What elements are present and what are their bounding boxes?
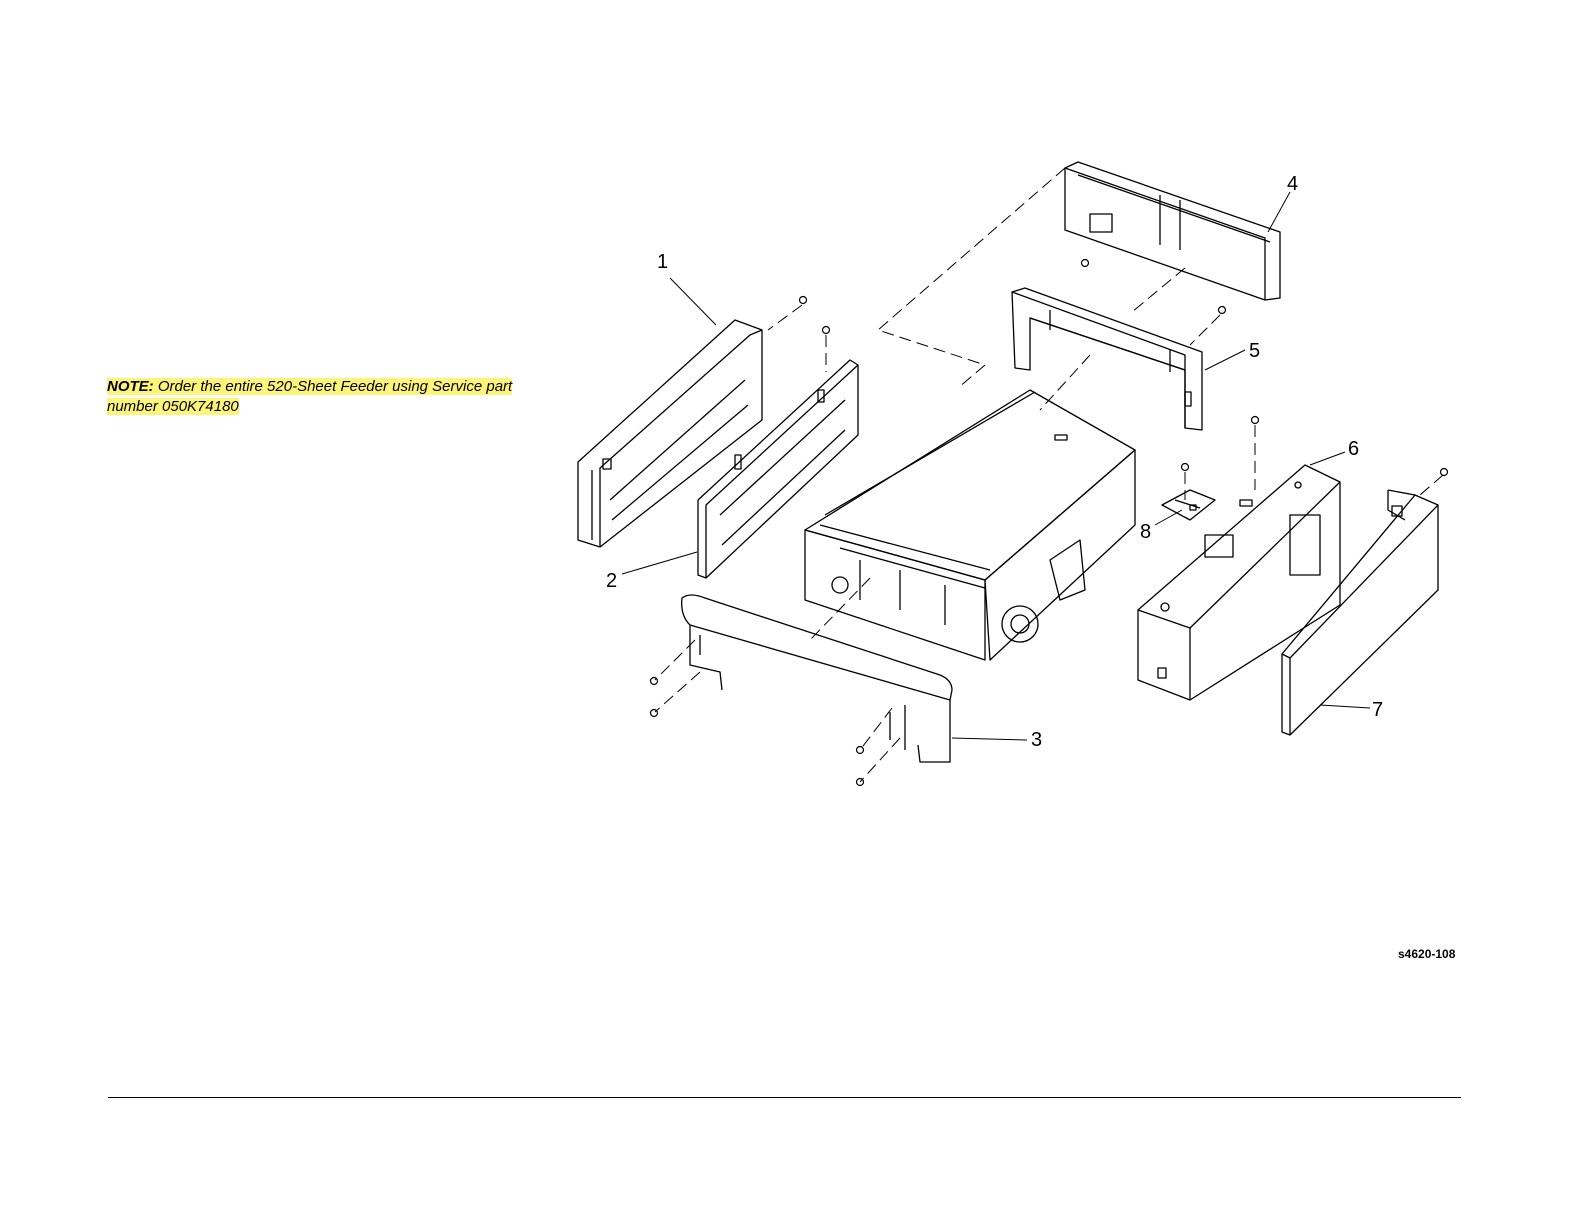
callout-8: 8 xyxy=(1140,521,1151,543)
callout-5: 5 xyxy=(1249,340,1260,362)
part-5-rear-bracket xyxy=(1012,288,1202,430)
part-7-right-cover xyxy=(1282,490,1438,735)
part-3-front-cover xyxy=(682,595,952,762)
part-2-left-frame xyxy=(698,360,858,578)
figure-id: s4620-108 xyxy=(1398,947,1455,961)
callout-7: 7 xyxy=(1372,699,1383,721)
part-8-bracket xyxy=(1162,490,1215,520)
callout-1: 1 xyxy=(657,251,668,273)
feeder-main-assembly xyxy=(805,390,1135,660)
part-1-left-cover xyxy=(578,320,762,547)
footer-rule xyxy=(108,1097,1461,1098)
callout-6: 6 xyxy=(1348,438,1359,460)
callout-2: 2 xyxy=(606,570,617,592)
screws xyxy=(651,260,1448,786)
part-4-rear-cover xyxy=(1065,162,1280,300)
part-6-right-frame xyxy=(1138,465,1340,700)
callout-4: 4 xyxy=(1287,173,1298,195)
callout-3: 3 xyxy=(1031,729,1042,751)
